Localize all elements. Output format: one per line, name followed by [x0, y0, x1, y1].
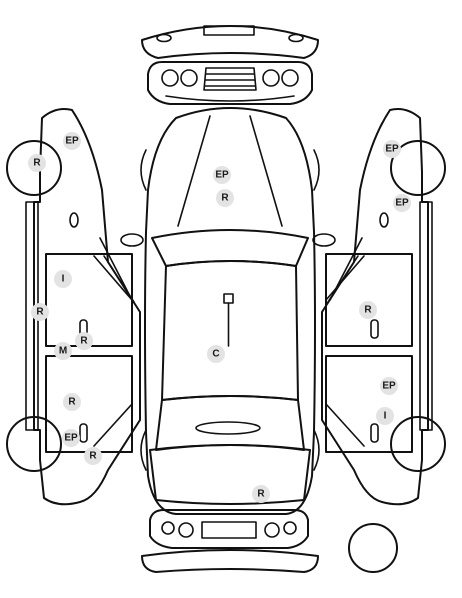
tag-r-left-front-wheel[interactable]: R	[28, 154, 46, 172]
roof-outline	[161, 260, 299, 401]
rear-bumper-outline	[149, 509, 309, 549]
tag-r-left-rear-door[interactable]: R	[63, 393, 81, 411]
left-rear-window-line	[93, 403, 133, 447]
tag-label: M	[59, 346, 67, 357]
right-side-view	[321, 108, 446, 506]
tag-label: EP	[395, 198, 409, 209]
tag-r-left-rear-fender[interactable]: R	[84, 447, 102, 465]
left-rear-door	[45, 355, 133, 453]
front-bumper-outline	[147, 61, 313, 105]
tag-label: R	[364, 305, 372, 316]
tag-i-left-front-door[interactable]: I	[54, 270, 72, 288]
wheel-arch-front-left	[140, 149, 147, 191]
front-mirror-right	[288, 33, 304, 43]
trunk-lid	[149, 444, 311, 505]
car-body-outline	[144, 107, 316, 515]
right-front-door-handle	[370, 319, 379, 339]
top-view	[120, 107, 336, 515]
tag-label: R	[80, 336, 88, 347]
tag-m-left-door-gap[interactable]: M	[54, 342, 72, 360]
front-headlight-right-inner	[262, 69, 280, 87]
front-view	[141, 25, 319, 105]
front-headlight-right-outer	[281, 69, 299, 87]
tag-label: R	[257, 489, 265, 500]
tag-label: R	[68, 397, 76, 408]
tag-label: R	[33, 158, 41, 169]
right-front-wheel	[390, 140, 446, 196]
hood-line-left	[177, 115, 211, 227]
right-rear-door	[325, 355, 413, 453]
tag-r-trunk[interactable]: R	[252, 485, 270, 503]
right-rear-window-line	[325, 403, 365, 447]
rear-light-left-outer	[161, 521, 175, 535]
rear-wiper-slot	[195, 421, 261, 435]
right-rear-door-handle	[370, 423, 379, 443]
rear-light-right-inner	[264, 522, 280, 538]
tag-r-left-rocker[interactable]: R	[31, 303, 49, 321]
right-fuel-cap	[379, 212, 389, 228]
tag-label: R	[89, 451, 97, 462]
rear-license-plate	[201, 521, 257, 539]
right-rocker-panel	[419, 201, 433, 431]
tag-label: R	[36, 307, 44, 318]
front-headlight-left-outer	[161, 69, 179, 87]
tag-label: EP	[382, 381, 396, 392]
left-fuel-cap	[69, 212, 79, 228]
right-front-window-line	[325, 255, 365, 301]
left-side-body-outline	[33, 108, 141, 506]
left-side-pillar	[99, 237, 135, 303]
tag-c-roof[interactable]: C	[207, 345, 225, 363]
right-side-body-outline	[321, 108, 429, 506]
tag-i-right-rear-door[interactable]: I	[376, 407, 394, 425]
antenna-base	[223, 293, 234, 304]
tag-r-right-front-door[interactable]: R	[359, 301, 377, 319]
tag-ep-right-rocker[interactable]: EP	[393, 194, 411, 212]
left-front-window-line	[93, 255, 133, 301]
front-sun-visor	[203, 25, 255, 36]
front-lower-lip	[165, 95, 295, 102]
side-mirror-right-top	[312, 233, 336, 247]
front-grille	[203, 67, 257, 91]
rear-light-left-inner	[178, 522, 194, 538]
front-mirror-left	[156, 33, 172, 43]
tag-label: EP	[65, 136, 79, 147]
hood-line-right	[249, 115, 283, 227]
left-rear-door-handle	[79, 423, 88, 443]
wheel-arch-front-right	[313, 149, 320, 191]
rear-window	[155, 395, 305, 451]
left-front-wheel	[6, 140, 62, 196]
front-headlight-left-inner	[180, 69, 198, 87]
wheel-arch-rear-left	[140, 429, 147, 471]
right-front-door	[325, 253, 413, 347]
tag-r-left-front-door-handle[interactable]: R	[75, 332, 93, 350]
tag-label: EP	[64, 433, 78, 444]
tag-ep-hood[interactable]: EP	[213, 166, 231, 184]
tag-label: EP	[215, 170, 229, 181]
rear-light-right-outer	[283, 521, 297, 535]
tag-label: R	[221, 193, 229, 204]
front-roof-outline	[141, 25, 319, 59]
tag-r-hood[interactable]: R	[216, 189, 234, 207]
right-rear-wheel	[390, 416, 446, 472]
tag-ep-right-rear-door[interactable]: EP	[380, 377, 398, 395]
rear-lower-bumper	[141, 549, 319, 573]
left-front-door	[45, 253, 133, 347]
tag-label: I	[62, 274, 65, 285]
damage-tags: EP R EP R EP EP I R R M R C EP I R EP R …	[28, 132, 411, 503]
tag-ep-left-rear-wheel[interactable]: EP	[62, 429, 80, 447]
tag-label: EP	[385, 144, 399, 155]
rear-view	[141, 509, 398, 573]
tag-label: I	[384, 411, 387, 422]
spare-wheel	[348, 523, 398, 573]
left-rear-wheel	[6, 416, 62, 472]
tag-ep-left-front-fender[interactable]: EP	[63, 132, 81, 150]
side-mirror-left-top	[120, 233, 144, 247]
tag-ep-right-front-fender[interactable]: EP	[383, 140, 401, 158]
tag-label: C	[212, 349, 219, 360]
wheel-arch-rear-right	[313, 429, 320, 471]
